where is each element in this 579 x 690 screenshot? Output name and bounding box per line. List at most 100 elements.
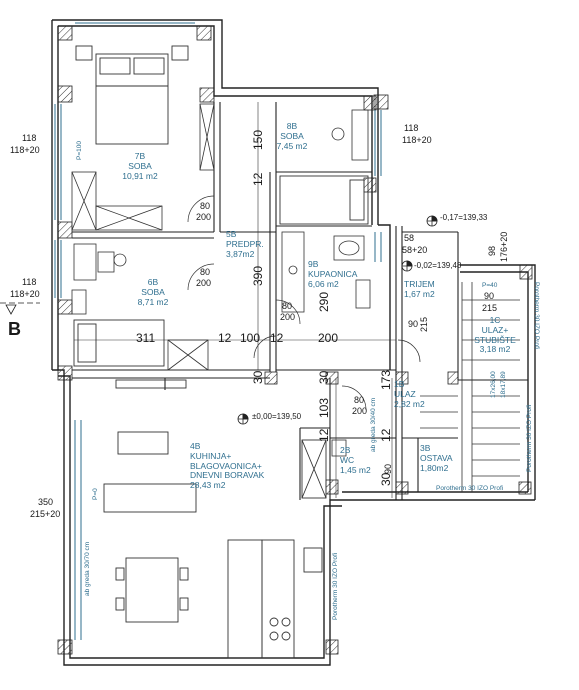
dim-right-window-a: 118	[404, 123, 419, 133]
door-ulaz-height: 200	[352, 406, 368, 416]
desk-soba-6b	[73, 243, 127, 281]
bed-soba-7b	[75, 45, 189, 145]
door-swings	[187, 195, 421, 411]
door-soba6-height: 200	[196, 278, 212, 288]
room-name-3: DNEVNI BORAVAK	[190, 470, 265, 481]
interior-walls	[72, 102, 528, 500]
dim-v215: 215	[419, 316, 429, 332]
room-kuhinja-4b: 4B KUHINJA+ BLAGOVAONICA+ DNEVNI BORAVAK…	[190, 441, 290, 491]
room-area: 1,45 m2	[340, 464, 371, 475]
door-soba7-height: 200	[196, 212, 212, 222]
note-porotherm-left: Porotherm 30 IZO Profi	[332, 552, 339, 620]
dim-right-window-b: 118+20	[402, 135, 432, 145]
dim-stair-b: 215	[482, 303, 498, 313]
desk-soba-8b	[331, 109, 369, 161]
kitchen-furniture	[103, 379, 327, 659]
dim-left-window1-a: 118	[22, 133, 37, 143]
door-soba6-width: 80	[200, 267, 211, 277]
room-id: 8B	[286, 121, 298, 131]
section-marker-label: B	[8, 319, 21, 339]
room-soba-8b: 8B SOBA 7,45 m2	[272, 121, 312, 151]
note-stair-b: 18x17,89	[500, 371, 507, 398]
room-id: 7B	[134, 151, 146, 161]
room-name: SOBA	[280, 130, 304, 141]
room-kupaonica-9b: 9B KUPAONICA 6,06 m2	[308, 259, 358, 289]
room-id: 1B	[394, 379, 405, 389]
room-wc-2b: 2B WC 1,45 m2	[340, 445, 376, 475]
door-kup-width: 80	[282, 301, 293, 311]
dim-v12: 12	[251, 172, 265, 186]
room-area: 8,71 m2	[137, 296, 169, 307]
dim-far-right-a: 98	[487, 245, 497, 256]
room-area: 6,06 m2	[308, 278, 339, 289]
dim-trijem-window-b: 58+20	[402, 245, 428, 255]
wardrobes	[71, 103, 215, 371]
dim-left-window2-a: 118	[22, 277, 37, 287]
bed-soba-6b	[73, 319, 165, 367]
room-id: 4B	[190, 441, 201, 451]
room-name-2: STUBIŠTE	[474, 334, 516, 345]
parapet-p40: P=40	[482, 282, 498, 289]
room-name: PREDPR.	[226, 238, 264, 249]
room-id: 5B	[226, 229, 237, 239]
room-name: ULAZ	[394, 388, 416, 399]
room-name-1: ULAZ+	[481, 324, 509, 335]
bed-soba-8b	[279, 175, 369, 225]
room-id: 2B	[340, 445, 351, 455]
parapet-p0: P=0	[92, 488, 99, 500]
door-ulaz-width: 80	[354, 395, 365, 405]
room-name: SOBA	[128, 160, 152, 171]
room-predpr-5b: 5B PREDPR. 3,87m2	[226, 229, 266, 259]
dim-left-window2-b: 118+20	[10, 289, 40, 299]
room-ulaz-stubiste-1c: 1C ULAZ+ STUBIŠTE 3,18 m2	[470, 315, 520, 355]
dim-v103: 103	[317, 397, 331, 418]
door-kup-height: 200	[280, 312, 296, 322]
room-id: 1C	[489, 315, 501, 325]
dim-100: 100	[240, 331, 261, 345]
room-area: 10,91 m2	[122, 170, 158, 181]
dim-left-window1-b: 118+20	[10, 145, 40, 155]
dim-v30-a: 30	[251, 370, 265, 384]
room-name-2: BLAGOVAONICA+	[190, 460, 262, 471]
dim-v30-b: 30	[317, 370, 331, 384]
dim-living-left-a: 350	[38, 497, 54, 507]
room-area: 28,43 m2	[190, 480, 226, 491]
dim-trijem-window-a: 58	[404, 233, 415, 243]
dim-d90: 90	[408, 319, 419, 329]
dim-v390: 390	[251, 265, 265, 286]
level-entry: -0,02=139,48	[414, 261, 462, 270]
level-ground: ±0,00=139,50	[252, 412, 302, 421]
room-area: 3,87m2	[226, 248, 255, 259]
room-name-1: KUHINJA+	[190, 450, 232, 461]
dim-v12-d: 12	[379, 428, 393, 442]
room-id: 6B	[147, 277, 159, 287]
room-trijem: TRIJEM 1,67 m2	[404, 279, 444, 300]
room-name: SOBA	[141, 286, 165, 297]
room-area: 1,67 m2	[404, 288, 435, 299]
dim-v173: 173	[379, 369, 393, 390]
level-markers	[237, 215, 438, 425]
dim-v90: 90	[383, 463, 393, 474]
dimension-lines	[74, 102, 396, 498]
dim-far-right-b: 176+20	[499, 231, 509, 262]
staircase	[420, 282, 520, 492]
dim-stair-a: 90	[484, 291, 495, 301]
bathroom-fixtures	[281, 231, 371, 457]
dim-311: 311	[136, 331, 156, 345]
room-id: 9B	[308, 259, 319, 269]
room-name: WC	[340, 454, 355, 465]
room-area: 1,80m2	[420, 462, 449, 473]
dim-200: 200	[318, 331, 339, 345]
room-soba-7b: 7B SOBA 10,91 m2	[120, 151, 160, 181]
room-area: 3,18 m2	[479, 344, 511, 355]
note-porotherm-right-a: Porotherm 30 IZO Profi	[533, 282, 540, 350]
room-area: 2,82 m2	[394, 398, 425, 409]
dim-12-b: 12	[270, 331, 284, 345]
dim-v12-c: 12	[317, 428, 331, 442]
dim-v150: 150	[251, 129, 265, 150]
room-id: 3B	[420, 443, 431, 453]
dim-12-a: 12	[218, 331, 232, 345]
note-porotherm-bottom: Porotherm 30 IZO Profi	[436, 485, 504, 492]
note-porotherm-right-b: Porotherm 30 IZO Profi	[526, 404, 533, 472]
